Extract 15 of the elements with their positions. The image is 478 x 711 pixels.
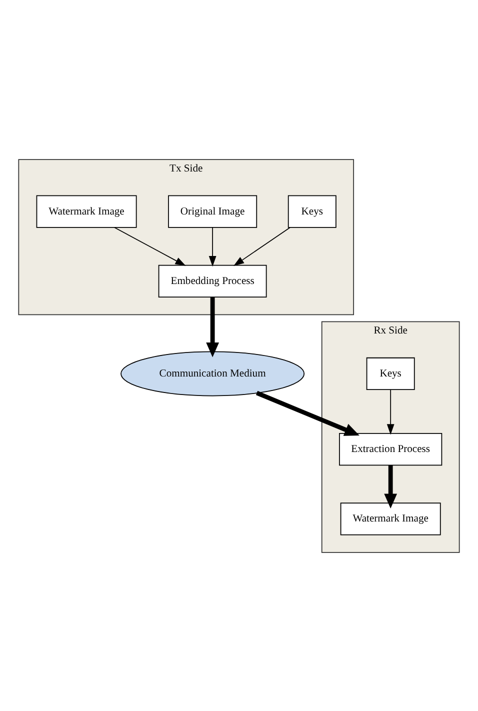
arrow — [206, 296, 220, 357]
arrow — [256, 390, 360, 436]
arrow — [386, 388, 394, 434]
arrow — [384, 464, 398, 508]
arrow — [234, 226, 290, 266]
node-box: Watermark Image — [340, 502, 441, 535]
node-box: Extraction Process — [339, 432, 442, 466]
node-box: Keys — [288, 194, 336, 228]
node-box: Embedding Process — [158, 264, 267, 297]
node-box: Watermark Image — [36, 194, 137, 228]
node-ellipse: Communication Medium — [120, 350, 305, 396]
node-box: Keys — [366, 356, 415, 390]
arrow — [208, 226, 216, 266]
node-box: Original Image — [168, 194, 258, 228]
arrow — [114, 226, 186, 266]
